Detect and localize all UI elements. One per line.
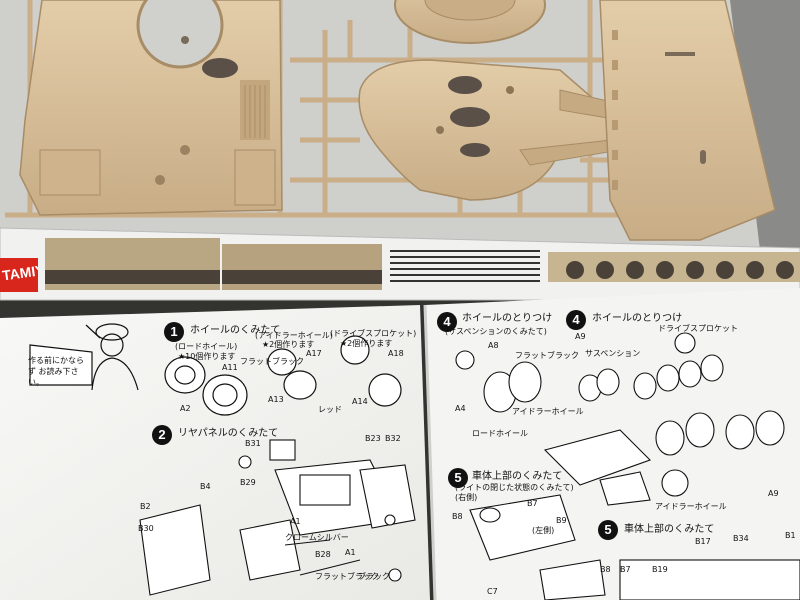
soldier-illustration	[29, 323, 139, 391]
road-wheel-label-2: ロードホイール	[472, 429, 528, 438]
side-skirt-part	[599, 0, 776, 241]
idler-wheel-label: アイドラーホイール	[655, 502, 727, 511]
idler-label-2: アイドラーホイール	[512, 407, 584, 416]
sprocket-label: (ドライブスプロケット)	[330, 329, 417, 338]
road-wheel-label: (ロードホイール)	[175, 342, 238, 351]
step-5a-right-side: (右側)	[455, 493, 478, 502]
step-4a-number: 4	[437, 312, 457, 332]
part-b28: B28	[315, 550, 331, 559]
part-a17: A17	[306, 349, 322, 358]
part-b29: B29	[240, 478, 256, 487]
idler-note: ★2個作ります	[262, 340, 315, 349]
turret-ring-part	[394, 0, 546, 44]
lower-hull-part	[358, 59, 637, 201]
part-b2: B2	[140, 502, 151, 511]
part-a1-top: A1	[290, 517, 301, 526]
step-5b-title: 車体上部のくみたて	[624, 524, 715, 535]
flat-black-label-2: フラットブラック	[315, 572, 379, 581]
tamiya-logo: TAMIYA	[0, 258, 38, 292]
part-b31: B31	[245, 439, 261, 448]
part-b30: B30	[138, 524, 154, 533]
idler-label: (アイドラーホイール)	[255, 331, 333, 340]
part-a2: A2	[180, 404, 191, 413]
red-label: レッド	[318, 405, 342, 414]
kit-box-side	[0, 227, 800, 301]
part-b7-2: B7	[620, 565, 631, 574]
part-b4: B4	[200, 482, 211, 491]
step-2-number: 2	[152, 425, 172, 445]
step-4a-subtitle: (サスペンションのくみたて)	[445, 327, 547, 336]
part-b34: B34	[733, 534, 749, 543]
road-wheel-illustration	[164, 335, 402, 416]
rear-panel-illustration	[139, 439, 416, 596]
part-b19: B19	[652, 565, 668, 574]
step-4b-number: 4	[566, 310, 586, 330]
flat-black-label: フラットブラック	[240, 357, 304, 366]
part-b23: B23	[365, 434, 381, 443]
part-b32: B32	[385, 434, 401, 443]
step-5a-left-side: (左側)	[532, 526, 555, 535]
step-5a-number: 5	[448, 468, 468, 488]
upper-hull-part	[19, 0, 283, 216]
tamiya-logo-text: TAMIYA	[1, 260, 38, 284]
part-b7: B7	[527, 499, 538, 508]
part-a4: A4	[455, 404, 466, 413]
step-1-title: ホイールのくみたて	[190, 325, 281, 336]
suspension-label: サスペンション	[585, 349, 641, 358]
part-a14: A14	[352, 397, 368, 406]
flat-black-label-3: フラットブラック	[515, 351, 579, 360]
part-a11: A11	[222, 363, 238, 372]
step-5a-subtitle: (ライトの閉じた状態のくみたて)	[455, 483, 574, 492]
part-a1-bottom: A1	[345, 548, 356, 557]
step-5b-number: 5	[598, 520, 618, 540]
part-b8: B8	[452, 512, 463, 521]
tray-edge	[730, 0, 800, 300]
black-label: ブラック	[358, 572, 390, 581]
part-a9-top: A9	[575, 332, 586, 341]
step-4b-title: ホイールのとりつけ	[592, 313, 683, 324]
road-wheel-note: ★10個作ります	[178, 352, 236, 361]
intro-box-text: 作る前にかならず お読み下さい。	[28, 356, 84, 387]
chrome-silver-label: クロームシルバー	[285, 533, 349, 542]
part-b9: B9	[556, 516, 567, 525]
step-5a-title: 車体上部のくみたて	[472, 471, 563, 482]
step-2-title: リヤパネルのくみたて	[178, 428, 279, 439]
part-c7: C7	[487, 587, 498, 596]
part-b8-2: B8	[600, 565, 611, 574]
suspension-illustration	[455, 332, 800, 600]
part-a18: A18	[388, 349, 404, 358]
page-fold	[423, 304, 437, 600]
part-a13: A13	[268, 395, 284, 404]
step-1-number: 1	[164, 322, 184, 342]
part-b1: B1	[785, 531, 796, 540]
part-a8: A8	[488, 341, 499, 350]
sprocket-note: ★2個作ります	[340, 339, 393, 348]
part-b17: B17	[695, 537, 711, 546]
part-a9-bottom: A9	[768, 489, 779, 498]
step-4a-title: ホイールのとりつけ	[462, 313, 553, 324]
drive-sprocket-label: ドライブスプロケット	[658, 324, 738, 333]
